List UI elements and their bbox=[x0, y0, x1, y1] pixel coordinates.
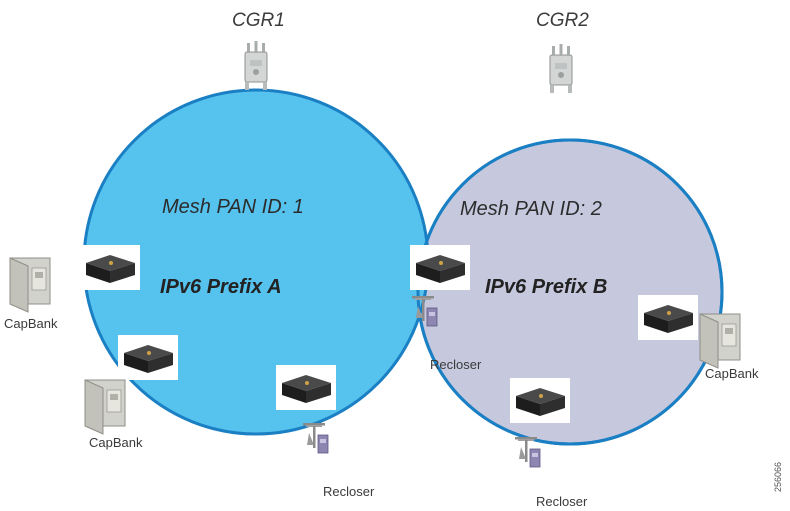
ipv6-prefix-a-label: IPv6 Prefix A bbox=[160, 276, 282, 298]
cgr1-router-icon bbox=[244, 40, 268, 91]
recloser-label: Recloser bbox=[430, 357, 482, 372]
mesh-endpoint-icon bbox=[410, 245, 470, 290]
recloser-label: Recloser bbox=[323, 484, 375, 499]
mesh-endpoint-icon bbox=[118, 335, 178, 380]
capbank-label: CapBank bbox=[4, 316, 58, 331]
cgr2-label: CGR2 bbox=[536, 10, 589, 31]
mesh-pan-1-id-label: Mesh PAN ID: 1 bbox=[162, 196, 304, 218]
mesh-endpoint-icon bbox=[510, 378, 570, 423]
capbank-icon bbox=[699, 313, 741, 369]
figure-id: 256066 bbox=[773, 461, 783, 492]
mesh-endpoint-icon bbox=[80, 245, 140, 290]
cgr2-router-icon bbox=[549, 43, 573, 94]
cgr1-label: CGR1 bbox=[232, 10, 285, 31]
recloser-label: Recloser bbox=[536, 494, 588, 509]
capbank-icon bbox=[84, 379, 126, 435]
mesh-endpoint-icon bbox=[638, 295, 698, 340]
mesh-pan-2-border bbox=[416, 138, 724, 446]
ipv6-prefix-b-label: IPv6 Prefix B bbox=[485, 276, 608, 298]
capbank-label: CapBank bbox=[705, 366, 759, 381]
capbank-label: CapBank bbox=[89, 435, 143, 450]
capbank-icon bbox=[9, 257, 51, 313]
mesh-endpoint-icon bbox=[276, 365, 336, 410]
mesh-pan-2-id-label: Mesh PAN ID: 2 bbox=[460, 198, 602, 220]
